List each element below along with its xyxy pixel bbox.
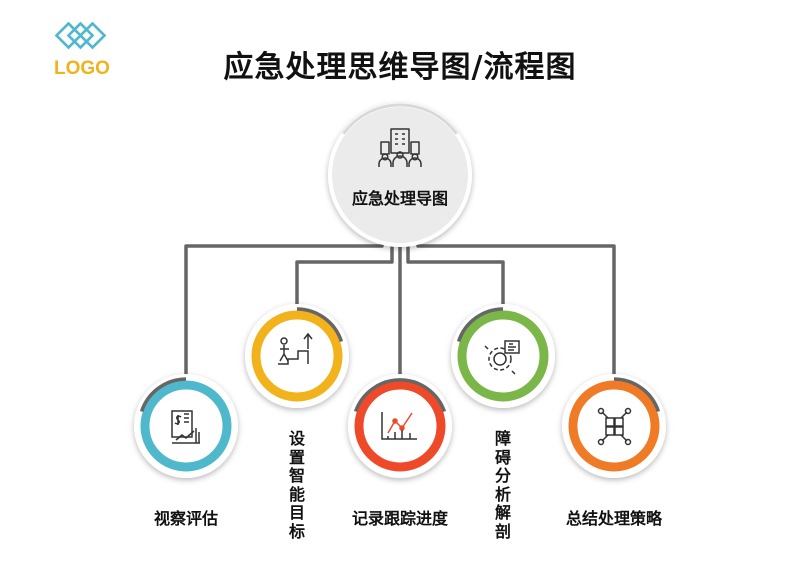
center-node-label: 应急处理导图 [351,189,448,208]
branch-label-5: 总结处理策略 [565,509,662,528]
branch-label-1: 视察评估 [153,509,218,528]
financial-report-icon [171,410,200,444]
branch-node-1[interactable] [134,374,238,478]
branch-label-4: 障碍分析解剖 [494,429,511,541]
connector-branch-4 [406,238,505,330]
connector-branch-2 [295,238,394,330]
center-node[interactable] [328,103,472,247]
gear-analysis-icon [484,340,520,375]
branch-node-2[interactable] [245,304,349,408]
branch-node-4[interactable] [451,304,555,408]
page-title: 应急处理思维导图/流程图 [223,50,577,85]
office-building-team-icon [378,128,422,167]
node-outer-arcs [139,307,661,413]
branch-label-2: 设置智能目标 [288,429,305,541]
logo-mark-icon [54,21,107,50]
progress-chart-icon [381,412,417,440]
branch-label-3: 记录跟踪进度 [351,509,448,528]
puzzle-strategy-icon [597,407,632,446]
logo-text: LOGO [54,58,110,79]
goal-climb-icon [278,332,313,365]
